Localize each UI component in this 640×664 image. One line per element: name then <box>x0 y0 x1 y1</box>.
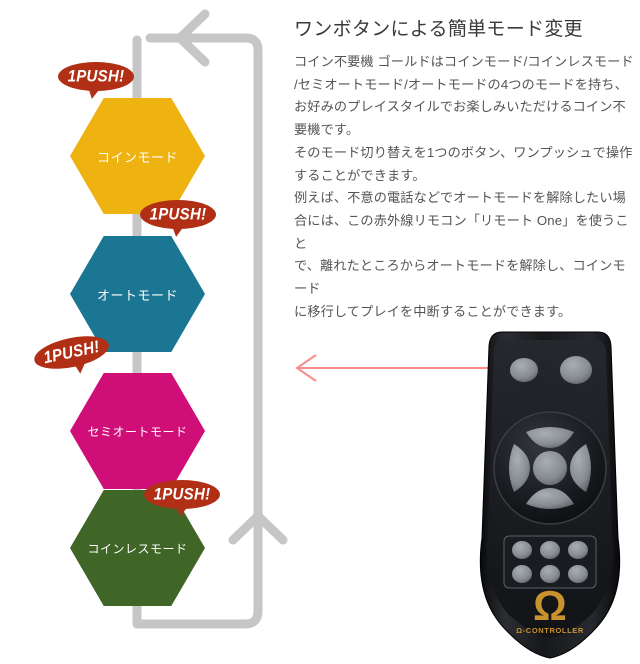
article-body-line: に移行してプレイを中断することができます。 <box>294 303 572 319</box>
callout-arrowhead <box>295 354 317 382</box>
remote-control-illustration: Ω Ω-CONTROLLER <box>479 331 621 659</box>
dpad-left-button[interactable] <box>509 444 530 492</box>
remote-mode-button[interactable] <box>560 356 592 384</box>
remote-control-figure: Ω Ω-CONTROLLER <box>294 300 640 664</box>
push-bubble-tail <box>72 360 88 375</box>
mode-hex-label: オートモード <box>96 287 178 303</box>
mode-cycle-diagram: コインモード 1PUSH! オートモード 1PUSH! セミオートモード 1PU… <box>0 0 290 664</box>
push-bubble: 1PUSH! <box>144 480 220 509</box>
loop-arrowhead-left <box>175 9 210 67</box>
mode-hex-semi-auto[interactable]: セミオートモード <box>70 373 205 489</box>
keypad-button-1[interactable] <box>512 541 532 559</box>
remote-top-left-button[interactable] <box>510 358 538 382</box>
mode-hex-label: コインレスモード <box>87 541 188 556</box>
keypad-button-4[interactable] <box>512 565 532 583</box>
page-title: ワンボタンによる簡単モード変更 <box>294 19 583 40</box>
push-bubble-tail <box>173 503 189 518</box>
push-badge-label: 1PUSH! <box>67 66 125 87</box>
article-body: コイン不要機 ゴールドはコインモード/コインレスモード/セミオートモード/オート… <box>294 41 640 323</box>
push-bubble-tail <box>169 223 185 238</box>
article-body-line: /セミオートモード/オートモードの4つのモードを持ち、 <box>294 76 628 92</box>
push-badge-label: 1PUSH! <box>149 204 207 225</box>
loop-arrowhead-up <box>228 511 288 545</box>
loop-return-path <box>132 33 263 629</box>
mode-hex-label: コインモード <box>96 149 178 165</box>
dpad-dial-rim <box>493 411 607 525</box>
push-bubble: 1PUSH! <box>58 62 134 91</box>
keypad-button-6[interactable] <box>568 565 588 583</box>
dpad-up-button[interactable] <box>526 427 574 448</box>
keypad-button-3[interactable] <box>568 541 588 559</box>
keypad-button-2[interactable] <box>540 541 560 559</box>
push-bubble-tail <box>84 84 102 101</box>
brand-logo-mark: Ω <box>533 582 567 629</box>
push-badge-1: 1PUSH! <box>58 62 134 101</box>
article-body-line: 合には、この赤外線リモコン「リモート One」を使うこと <box>294 212 629 251</box>
brand-logo-text: Ω-CONTROLLER <box>516 626 584 635</box>
keypad-button-5[interactable] <box>540 565 560 583</box>
article-body-line: コイン不要機 ゴールドはコインモード/コインレスモード <box>294 54 634 69</box>
dpad-right-button[interactable] <box>570 444 591 492</box>
article-body-line: 例えば、不意の電話などでオートモードを解除したい場 <box>294 190 626 206</box>
article-body-line: することができます。 <box>294 167 426 183</box>
article-text-column: ワンボタンによる簡単モード変更 コイン不要機 ゴールドはコインモード/コインレス… <box>294 0 640 323</box>
article-body-line: 要機です。 <box>294 122 360 138</box>
push-bubble: 1PUSH! <box>140 200 216 229</box>
push-badge-2: 1PUSH! <box>140 200 216 238</box>
article-body-line: お好みのプレイスタイルでお楽しみいただけるコイン不 <box>294 99 626 115</box>
dpad-down-button[interactable] <box>526 488 574 509</box>
article-body-line: で、離れたところからオートモードを解除し、コインモード <box>294 258 626 297</box>
article-body-line: そのモード切り替えを1つのボタン、ワンプッシュで操作 <box>294 144 633 160</box>
mode-hex-label: セミオートモード <box>87 424 188 439</box>
push-badge-4: 1PUSH! <box>144 480 220 518</box>
push-badge-label: 1PUSH! <box>153 484 211 505</box>
dpad-center-button[interactable] <box>533 451 567 485</box>
